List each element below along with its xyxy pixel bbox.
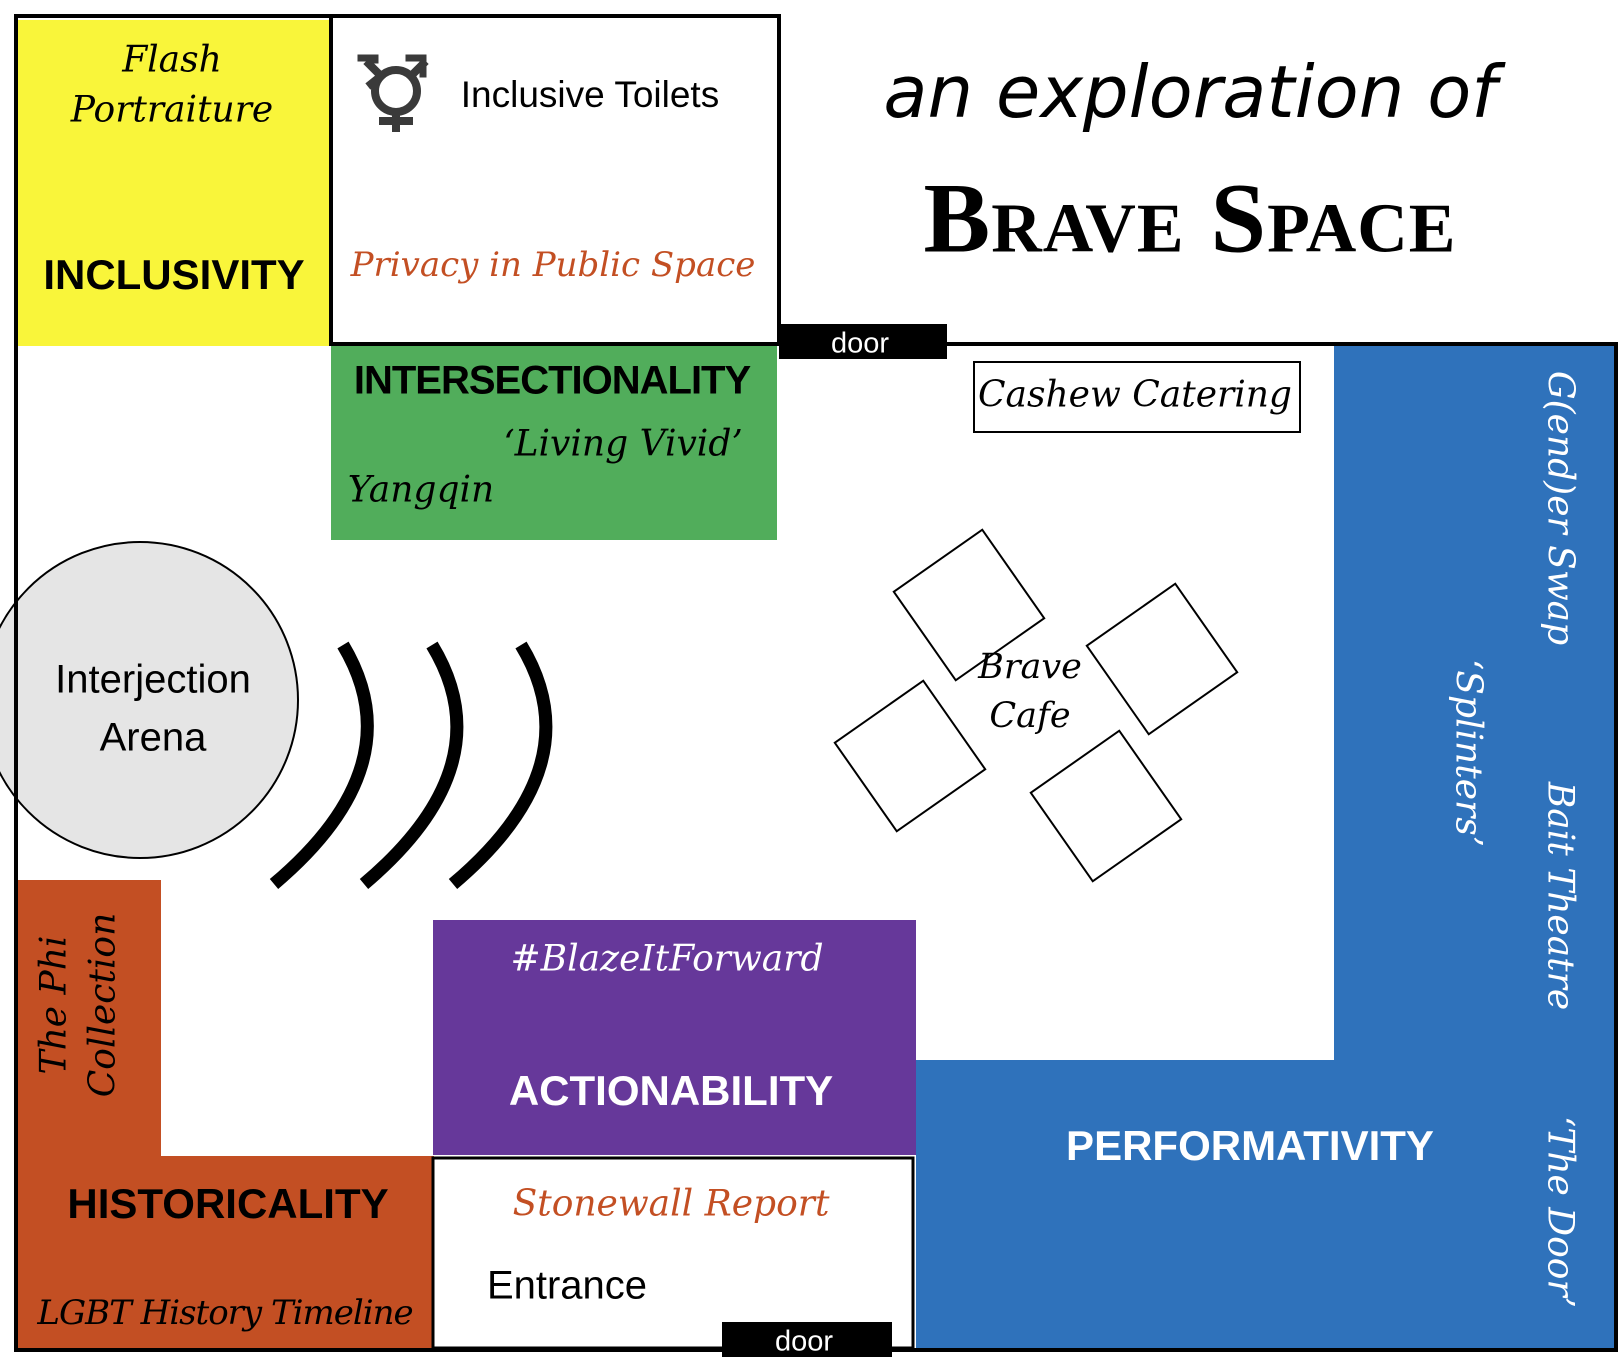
interjection-arena-circle bbox=[0, 541, 299, 859]
flash-portraiture-line2: Portraiture bbox=[70, 89, 274, 131]
arena-line1: Interjection bbox=[55, 657, 251, 702]
zone-historicality-strip bbox=[16, 880, 161, 1160]
entrance-box bbox=[431, 1156, 915, 1350]
stonewall-report: Stonewall Report bbox=[512, 1183, 830, 1225]
zone-actionability bbox=[433, 920, 916, 1155]
intersectionality-label: INTERSECTIONALITY bbox=[353, 358, 751, 403]
brave-cafe-line2: Cafe bbox=[989, 696, 1071, 736]
zone-performativity-strip bbox=[1334, 346, 1614, 1061]
sound-wave-arcs bbox=[269, 641, 553, 889]
cafe-table bbox=[892, 528, 1046, 682]
zone-intersectionality bbox=[331, 346, 777, 540]
blaze-it-forward: #BlazeItForward bbox=[510, 938, 824, 980]
gender-swap: G(end)er Swap bbox=[1539, 370, 1581, 646]
flash-portraiture-line1: Flash bbox=[122, 39, 222, 81]
title-line1: an exploration of bbox=[883, 50, 1497, 134]
phi-collection-line1: The Phi bbox=[33, 935, 75, 1075]
door-top-label: door bbox=[830, 327, 890, 360]
transgender-symbol-icon bbox=[357, 54, 429, 132]
phi-collection-line2: Collection bbox=[82, 912, 124, 1098]
living-vivid: ‘Living Vivid’ bbox=[503, 423, 743, 465]
zone-historicality bbox=[16, 1156, 434, 1348]
catering-box bbox=[973, 361, 1301, 433]
cafe-table bbox=[833, 679, 987, 833]
actionability-label: ACTIONABILITY bbox=[508, 1067, 834, 1114]
title-line2: Brave Space bbox=[923, 162, 1457, 274]
yangqin: Yangqin bbox=[347, 469, 495, 511]
inclusive-toilets-label: Inclusive Toilets bbox=[460, 74, 720, 115]
door-bottom[interactable] bbox=[722, 1322, 892, 1357]
brave-cafe-line1: Brave bbox=[978, 647, 1082, 687]
cafe-table bbox=[1029, 729, 1183, 883]
zone-inclusivity bbox=[16, 20, 334, 346]
performativity-label: PERFORMATIVITY bbox=[1066, 1122, 1434, 1169]
splinters: ‘Splinters’ bbox=[1447, 658, 1489, 848]
entrance-label: Entrance bbox=[486, 1263, 648, 1308]
privacy-in-public-space: Privacy in Public Space bbox=[350, 245, 756, 285]
cashew-catering: Cashew Catering bbox=[978, 374, 1292, 416]
arena-line2: Arena bbox=[99, 715, 207, 760]
inclusivity-label: INCLUSIVITY bbox=[43, 251, 305, 298]
cafe-tables bbox=[833, 528, 1239, 883]
zone-performativity bbox=[916, 1060, 1614, 1350]
historicality-label: HISTORICALITY bbox=[67, 1180, 389, 1227]
the-door: ‘The Door’ bbox=[1539, 1115, 1581, 1309]
door-bottom-label: door bbox=[774, 1325, 834, 1358]
toilets-box bbox=[329, 14, 781, 346]
door-top[interactable] bbox=[779, 324, 947, 359]
cafe-table bbox=[1085, 582, 1239, 736]
lgbt-history-timeline: LGBT History Timeline bbox=[37, 1293, 413, 1333]
bait-theatre: Bait Theatre bbox=[1539, 781, 1581, 1011]
